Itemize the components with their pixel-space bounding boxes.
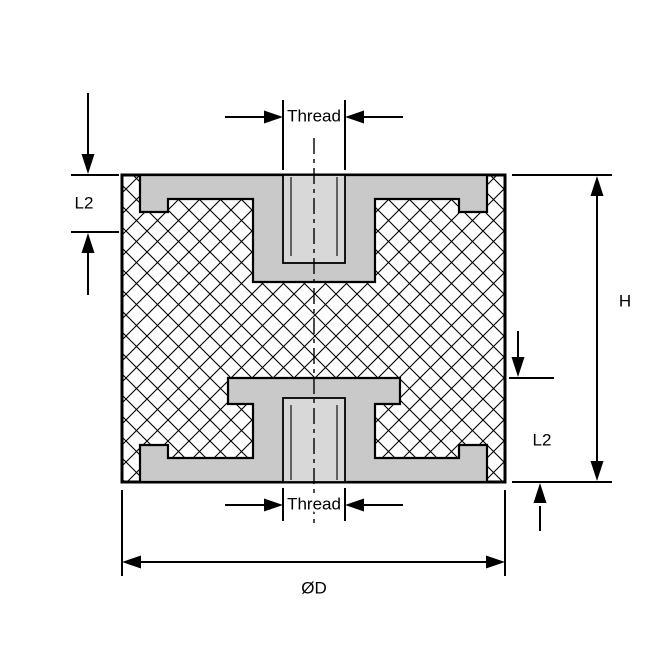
- arrowhead: [345, 498, 364, 512]
- dim-thread-bottom: Thread: [225, 488, 403, 521]
- arrowhead: [345, 110, 364, 124]
- thread-top-label: Thread: [287, 106, 341, 125]
- height-label: H: [619, 291, 631, 310]
- diameter-label: ØD: [301, 578, 327, 597]
- thread-bottom-label: Thread: [287, 494, 341, 513]
- dim-height: H: [512, 174, 631, 483]
- arrowhead: [590, 461, 604, 481]
- arrowhead: [81, 233, 95, 253]
- arrowhead: [264, 498, 283, 512]
- dim-diameter: ØD: [121, 490, 506, 597]
- dim-thread-top: Thread: [225, 100, 403, 170]
- l2-upper-label: L2: [75, 193, 94, 212]
- arrowhead: [486, 555, 505, 569]
- l2-lower-label: L2: [533, 430, 552, 449]
- arrowhead: [122, 555, 141, 569]
- arrowhead: [533, 483, 547, 503]
- arrowhead: [81, 154, 95, 174]
- dim-l2-upper: L2: [71, 93, 119, 295]
- arrowhead: [264, 110, 283, 124]
- arrowhead: [511, 357, 525, 377]
- dim-l2-lower: L2: [509, 331, 554, 531]
- arrowhead: [590, 176, 604, 196]
- mount-cross-section: [120, 138, 507, 524]
